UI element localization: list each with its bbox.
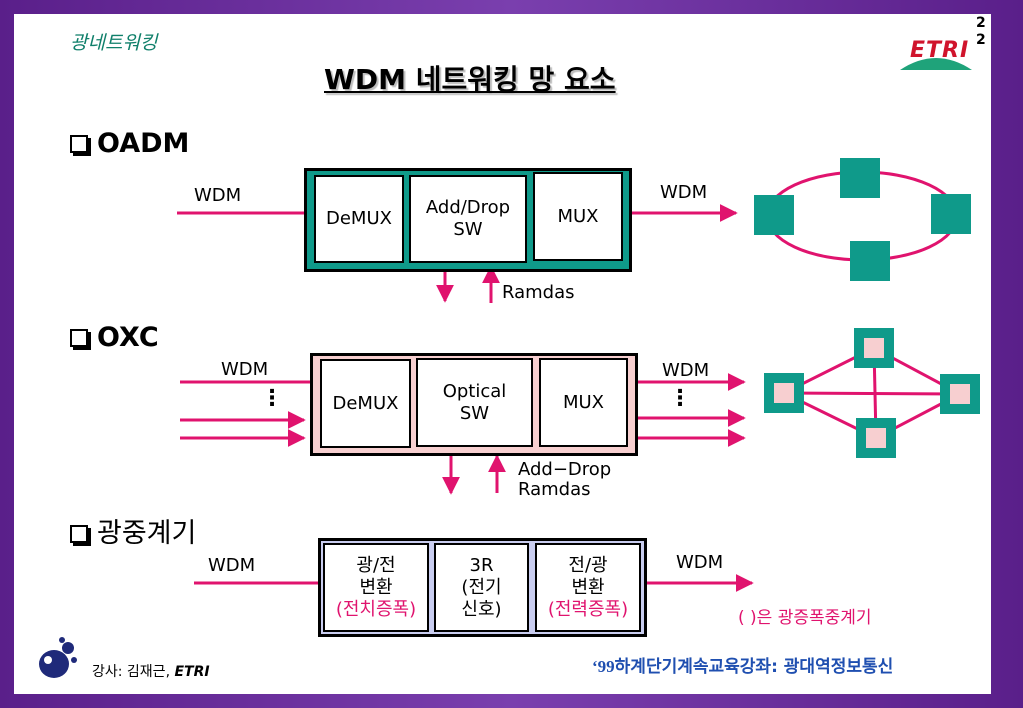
repeater-3r-box: 3R (전기 신호) bbox=[434, 543, 529, 632]
ring-node bbox=[840, 158, 880, 198]
course-credit: ‘99하계단기계속교육강좌: 광대역정보통신 bbox=[592, 652, 893, 677]
page-title: WDM 네트워킹 망 요소 bbox=[324, 63, 616, 96]
oxc-heading-text: OXC bbox=[97, 322, 159, 353]
oadm-heading-text: OADM bbox=[97, 128, 190, 159]
section-label: 광네트워킹 bbox=[70, 32, 158, 54]
checkbox-bullet-icon bbox=[70, 135, 88, 153]
repeater-eo-box: 전/광 변환 (전력증폭) bbox=[535, 543, 641, 632]
lecture-logo-icon bbox=[36, 636, 80, 684]
oadm-ramdas-label: Ramdas bbox=[502, 282, 575, 303]
oxc-wdm-out-label: WDM bbox=[662, 360, 710, 381]
oxc-demux-box: DeMUX bbox=[320, 359, 411, 448]
slide-number: 2 2 bbox=[976, 15, 986, 48]
lecturer-org: ETRI bbox=[174, 664, 210, 680]
oadm-wdm-in-label: WDM bbox=[194, 185, 242, 206]
ring-node bbox=[931, 194, 971, 234]
repeater-oe-box: 광/전 변환 (전치증폭) bbox=[323, 543, 429, 632]
repeater-eo-line2: 변환 bbox=[571, 576, 605, 598]
mesh-node bbox=[854, 328, 894, 368]
repeater-note: ( )은 광증폭중계기 bbox=[738, 608, 872, 628]
checkbox-bullet-icon bbox=[70, 329, 88, 347]
etri-logo-arc bbox=[900, 58, 972, 70]
ring-node bbox=[850, 241, 890, 281]
oxc-add-drop-label: Add−Drop Ramdas bbox=[518, 459, 612, 500]
repeater-wdm-out-label: WDM bbox=[676, 552, 724, 573]
oadm-wdm-out-label: WDM bbox=[660, 182, 708, 203]
oxc-optical-sw-box: Optical SW bbox=[416, 358, 533, 447]
mesh-node bbox=[940, 374, 980, 414]
checkbox-bullet-icon bbox=[70, 525, 88, 543]
lecturer-credit: 강사: 김재근, ETRI bbox=[92, 661, 210, 681]
repeater-eo-red: (전력증폭) bbox=[547, 598, 629, 620]
repeater-eo-line1: 전/광 bbox=[568, 554, 608, 576]
diagram-lines bbox=[177, 170, 961, 592]
oadm-add-drop-box: Add/Drop SW bbox=[409, 175, 527, 263]
oxc-in-ellipsis: ⋮ bbox=[261, 386, 283, 411]
oxc-mux-box: MUX bbox=[539, 358, 628, 447]
oadm-heading: OADM bbox=[70, 128, 189, 159]
repeater-heading-text: 광중계기 bbox=[97, 518, 197, 549]
oadm-demux-box: DeMUX bbox=[314, 175, 404, 263]
oxc-heading: OXC bbox=[70, 322, 159, 353]
repeater-oe-line1: 광/전 bbox=[356, 554, 396, 576]
repeater-wdm-in-label: WDM bbox=[208, 555, 256, 576]
mesh-node bbox=[856, 418, 896, 458]
repeater-oe-red: (전치증폭) bbox=[335, 598, 417, 620]
repeater-heading: 광중계기 bbox=[70, 511, 196, 550]
oxc-out-ellipsis: ⋮ bbox=[669, 386, 691, 411]
ring-node bbox=[754, 195, 794, 235]
etri-logo-text: ETRI bbox=[910, 38, 970, 63]
oxc-wdm-in-label: WDM bbox=[221, 359, 269, 380]
oadm-mux-box: MUX bbox=[533, 172, 623, 261]
slide-canvas: 광네트워킹 WDM 네트워킹 망 요소 2 2 ETRI OADM OXC 광중… bbox=[14, 14, 991, 694]
course-year: ‘99 bbox=[592, 657, 615, 676]
repeater-oe-line2: 변환 bbox=[359, 576, 393, 598]
course-name: 하계단기계속교육강좌: 광대역정보통신 bbox=[614, 657, 894, 677]
etri-logo: ETRI bbox=[898, 38, 974, 72]
mesh-node bbox=[764, 373, 804, 413]
lecturer-name: 강사: 김재근, bbox=[92, 664, 175, 680]
